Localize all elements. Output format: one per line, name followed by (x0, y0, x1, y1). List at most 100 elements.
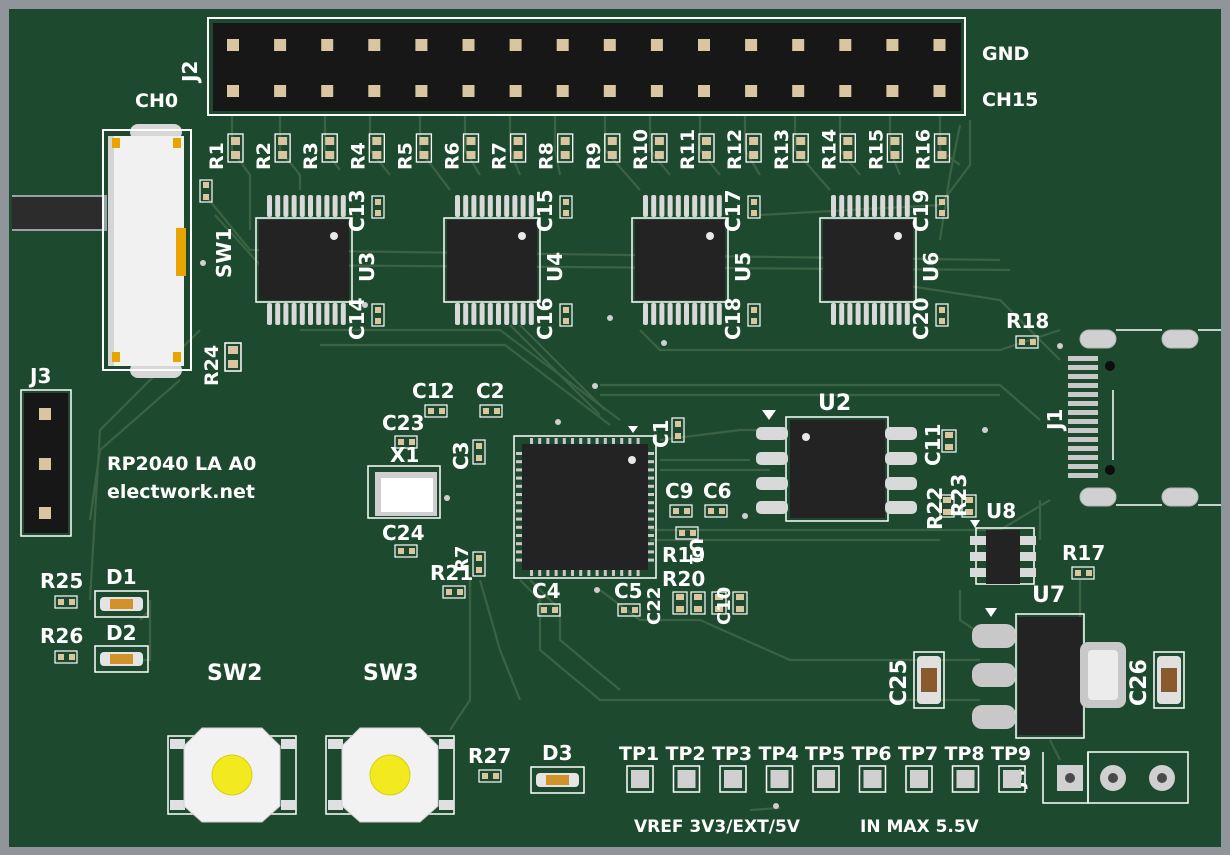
ref-c11: C11 (921, 423, 945, 466)
usb-pad (1068, 365, 1098, 370)
resistor-pad (278, 137, 288, 145)
capacitor-c26 (1153, 651, 1185, 709)
test-point-pad[interactable] (631, 770, 649, 788)
usb-pad (1068, 419, 1098, 424)
cap-pad (563, 210, 569, 216)
test-point-pad[interactable] (1003, 770, 1021, 788)
ic-pin (904, 303, 910, 325)
qfn-pins (516, 438, 654, 576)
qfn-pin (579, 438, 583, 444)
resistor-pad (325, 151, 335, 159)
ic-pin (520, 195, 526, 217)
ic-pin (896, 195, 902, 217)
usb-pad (1068, 473, 1098, 478)
button-sw3[interactable] (325, 727, 455, 823)
resistor-outline (274, 133, 291, 163)
usb-pad (1068, 392, 1098, 397)
qfn-pin (648, 501, 654, 505)
test-point-pad[interactable] (724, 770, 742, 788)
qfn-pin (628, 570, 632, 576)
resistor-pad (890, 137, 900, 145)
small-passives (54, 179, 1095, 783)
qfn-pin (648, 558, 654, 562)
test-point-outline (765, 765, 794, 793)
usb-pad (1068, 374, 1098, 379)
header-pin (886, 85, 899, 97)
ic-pin (831, 303, 836, 325)
ic-pin (340, 195, 346, 217)
test-point-pad[interactable] (677, 770, 696, 788)
cap-pad (563, 199, 569, 205)
cap-pad (375, 199, 381, 205)
header-pin (556, 85, 569, 97)
resistor-pad (513, 137, 523, 145)
cap-pad (375, 318, 381, 324)
ref-tp5: TP5 (805, 743, 845, 765)
qfn-pin (587, 438, 591, 444)
ref-u5: U5 (731, 252, 755, 282)
header-pin (933, 85, 946, 97)
resistor-outline (509, 133, 527, 163)
ref-tp6: TP6 (852, 743, 892, 765)
header-pin (745, 39, 758, 51)
microcontroller-rp2040 (513, 426, 657, 579)
ic-pin (692, 195, 698, 217)
resistor-pad (749, 151, 759, 159)
ic-pin (651, 195, 657, 217)
cap-outline (559, 303, 573, 327)
qfn-pin (648, 484, 654, 488)
test-point-pad[interactable] (910, 770, 928, 788)
resistor-outline (933, 133, 951, 163)
ref-c10: C10 (714, 587, 735, 625)
header-pin (368, 85, 381, 97)
resistor-pad (796, 137, 806, 145)
test-point-outline (672, 765, 701, 793)
cap-pad (751, 318, 757, 324)
ref-r10: R10 (630, 129, 652, 170)
ic-pin (643, 303, 648, 325)
ref-r21: R21 (430, 561, 473, 585)
button-sw2[interactable] (167, 727, 297, 823)
test-point-pad[interactable] (770, 770, 789, 788)
vref-jumper[interactable] (1042, 751, 1189, 804)
header-pin (933, 39, 946, 51)
usb-pad (1068, 428, 1098, 433)
usb-pad (1068, 383, 1098, 388)
ic-pin (716, 303, 722, 325)
ref-c26: C26 (1127, 659, 1152, 706)
ref-c6: C6 (703, 479, 732, 503)
cap-pad (751, 307, 757, 313)
ic-pin (700, 195, 706, 217)
qfn-pin (595, 570, 599, 576)
ic-pin (340, 303, 346, 325)
qfn-pin (516, 542, 522, 546)
regulator-u7 (972, 608, 1126, 739)
ref-tp3: TP3 (712, 743, 752, 765)
resistor-outline (368, 133, 385, 163)
cap-pad (375, 307, 381, 313)
usb-pad (1068, 446, 1098, 451)
resistor-pad (796, 151, 806, 159)
ic-pin (692, 303, 698, 325)
qfn-pin (554, 570, 558, 576)
ref-r14: R14 (818, 129, 840, 170)
resistor-pad (890, 151, 900, 159)
ic-pin (651, 303, 657, 325)
header-pin (462, 39, 475, 51)
cap-pad (563, 307, 569, 313)
test-point-pad[interactable] (863, 770, 882, 788)
qfn-pin (648, 509, 654, 513)
test-point-pad[interactable] (956, 770, 975, 788)
ic-pin (880, 195, 886, 217)
qfn-pin (648, 493, 654, 496)
qfn-pin (648, 534, 654, 537)
resistor-pad (560, 137, 570, 145)
ref-c5: C5 (614, 579, 643, 603)
ref-j1: J1 (1043, 409, 1067, 432)
ic-pin (675, 303, 681, 325)
test-point-pad[interactable] (817, 770, 835, 788)
slide-switch-sw1[interactable] (12, 124, 192, 378)
resistor-outline (839, 133, 856, 163)
label-in-max: IN MAX 5.5V (860, 817, 980, 837)
usb-pad (1068, 464, 1098, 469)
